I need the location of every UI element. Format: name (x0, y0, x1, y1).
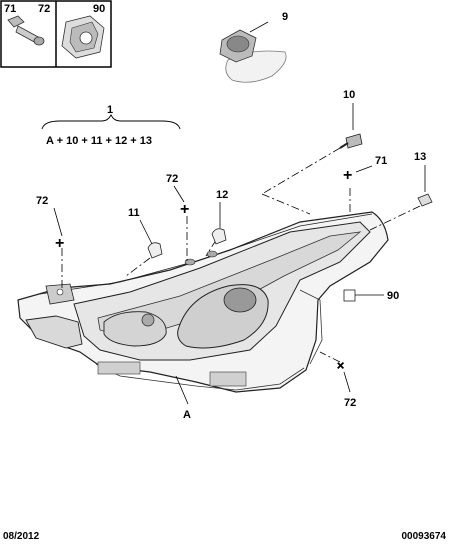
headlamp-body-callout: A (175, 375, 191, 421)
label-90: 90 (387, 290, 399, 302)
assembly-formula: A + 10 + 11 + 12 + 13 (46, 135, 152, 147)
label-A: A (183, 409, 191, 421)
footer-date: 08/2012 (3, 531, 40, 542)
fastener-72-bottom: + 72 (331, 357, 357, 409)
assembly-label: 1 A + 10 + 11 + 12 + 13 (41, 104, 181, 147)
clip-nut-icon (61, 15, 105, 59)
label-12: 12 (216, 189, 228, 201)
bulb-holder-9: 9 (219, 11, 288, 83)
parts-reference-box: 71 72 90 (0, 0, 112, 68)
bulb-13: 13 (414, 151, 433, 207)
leader-lines (61, 147, 421, 363)
clip-90: 90 (343, 289, 399, 302)
headlamp-body (17, 211, 389, 393)
label-90-box: 90 (93, 3, 105, 15)
label-11: 11 (128, 207, 140, 219)
bulb-12: 12 (211, 189, 228, 245)
label-72-bottom: 72 (344, 397, 356, 409)
fastener-72-mid: + 72 (166, 173, 189, 218)
bulb-11: 11 (128, 207, 163, 259)
svg-text:+: + (180, 201, 189, 218)
footer-ref: 00093674 (401, 531, 447, 542)
label-13: 13 (414, 151, 426, 163)
label-71-box: 71 (4, 3, 16, 15)
fastener-72-left: + 72 (36, 195, 64, 252)
svg-text:+: + (343, 167, 352, 184)
label-1: 1 (107, 104, 113, 116)
svg-text:+: + (55, 235, 64, 252)
svg-text:+: + (331, 357, 350, 376)
screw-10: 10 (339, 89, 363, 149)
label-72-left: 72 (36, 195, 48, 207)
label-72-box: 72 (38, 3, 50, 15)
fastener-71: + 71 (343, 155, 387, 184)
label-9: 9 (282, 11, 288, 23)
label-71: 71 (375, 155, 387, 167)
label-72-mid: 72 (166, 173, 178, 185)
screw-icon (7, 15, 45, 46)
label-10: 10 (343, 89, 355, 101)
